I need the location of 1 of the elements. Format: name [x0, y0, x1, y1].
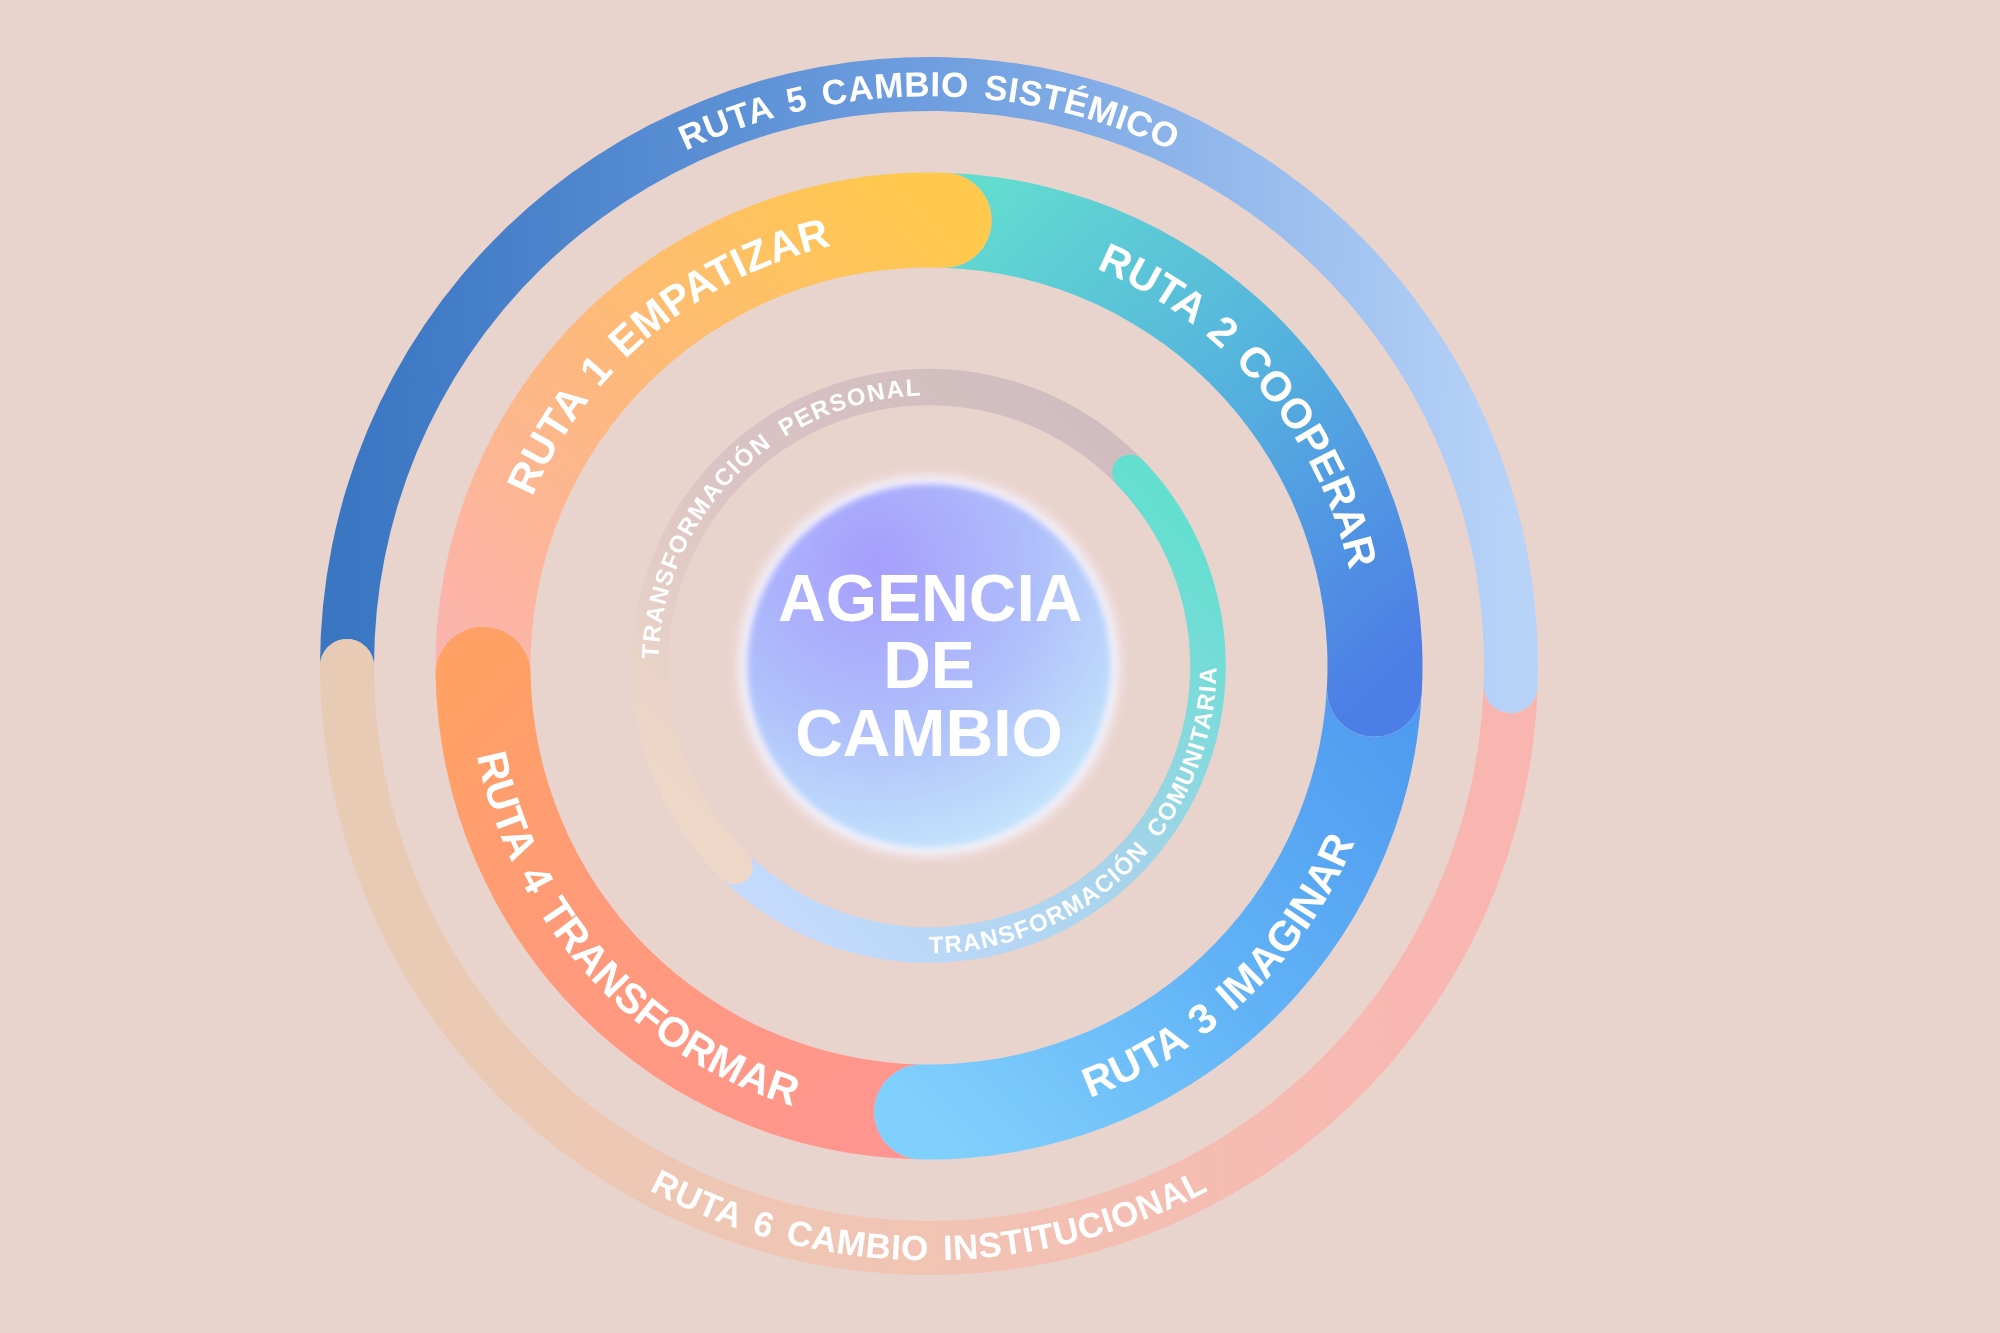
center-label: AGENCIA DE CAMBIO	[778, 565, 1080, 767]
